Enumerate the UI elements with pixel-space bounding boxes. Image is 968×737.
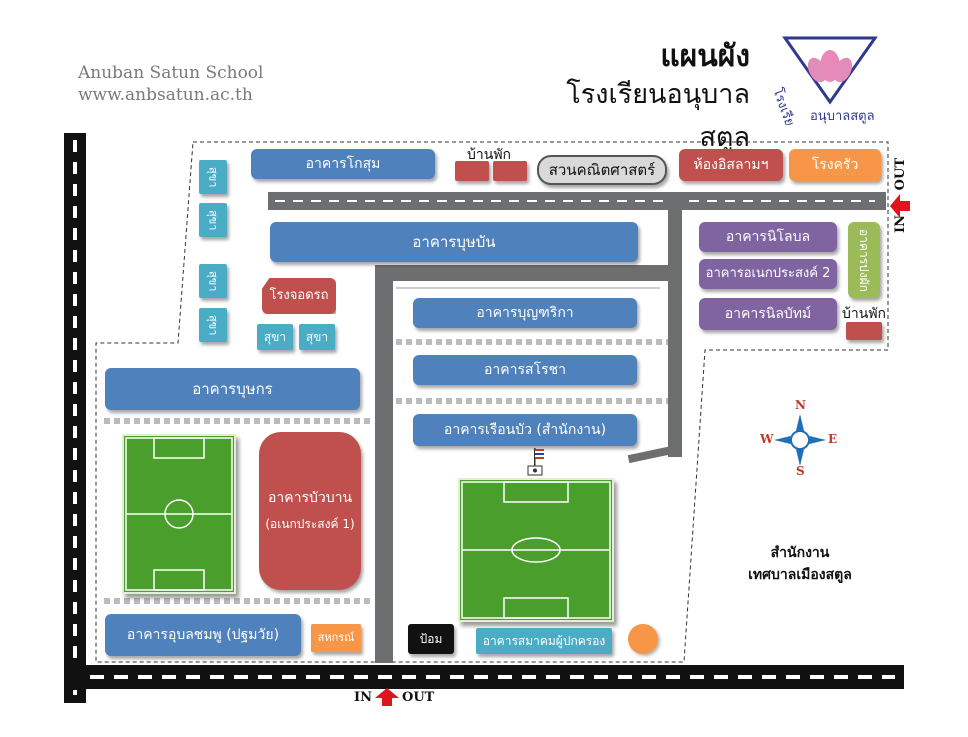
building-butsakorn[interactable]: อาคารบุษกร bbox=[105, 368, 360, 410]
road-line-2 bbox=[396, 398, 668, 404]
compass-w: W bbox=[760, 432, 774, 446]
road-west-markings bbox=[73, 140, 77, 695]
building-anek2[interactable]: อาคารอเนกประสงค์ 2 bbox=[699, 259, 837, 289]
municipal-office: สำนักงาน เทศบาลเมืองสตูล bbox=[740, 542, 860, 586]
compass-s: S bbox=[796, 464, 805, 478]
road-inner-mid bbox=[375, 265, 675, 281]
round-pavilion[interactable] bbox=[628, 624, 658, 654]
compass-n: N bbox=[795, 398, 806, 412]
building-pongpang[interactable]: อาคารปงผัก bbox=[848, 222, 880, 298]
road-inner-central bbox=[375, 265, 393, 663]
road-inner-east bbox=[668, 192, 682, 457]
road-line-3 bbox=[104, 418, 374, 424]
building-butsaban[interactable]: อาคารบุษบัน bbox=[270, 222, 638, 262]
gate-south-arrow-icon bbox=[375, 688, 399, 706]
residence-right[interactable] bbox=[846, 322, 882, 340]
building-sarocha[interactable]: อาคารสโรชา bbox=[413, 355, 637, 385]
parking-building[interactable]: โรงจอดรถ bbox=[262, 278, 336, 314]
guard-post[interactable]: ป้อม bbox=[408, 624, 454, 654]
map-title: แผนผัง bbox=[660, 39, 750, 74]
building-ubonchomphu[interactable]: อาคารอุบลชมพู (ปฐมวัย) bbox=[105, 614, 301, 656]
compass-e: E bbox=[828, 432, 838, 446]
toilet-6[interactable]: สุขา bbox=[299, 324, 335, 350]
gate-south-in: IN bbox=[354, 690, 372, 705]
field-markings-large bbox=[461, 481, 611, 619]
residence-right-label: บ้านพัก bbox=[842, 306, 887, 322]
math-garden[interactable]: สวนคณิตศาสตร์ bbox=[537, 155, 667, 185]
field-markings-small bbox=[125, 437, 233, 591]
football-field-small[interactable] bbox=[122, 434, 236, 594]
building-islam-room[interactable]: ห้องอิสลามฯ bbox=[679, 149, 783, 181]
toilet-5[interactable]: สุขา bbox=[257, 324, 293, 350]
building-coop[interactable]: สหกรณ์ bbox=[311, 624, 361, 652]
building-bunyarika[interactable]: อาคารบุญฑริกา bbox=[413, 298, 637, 328]
road-line-1 bbox=[396, 339, 668, 345]
toilet-4[interactable]: สุขา bbox=[199, 308, 227, 342]
building-ruenbua[interactable]: อาคารเรือนบัว (สำนักงาน) bbox=[413, 414, 637, 446]
road-line-4 bbox=[104, 598, 374, 604]
toilet-3[interactable]: สุขา bbox=[199, 264, 227, 298]
residence-top-b[interactable] bbox=[493, 161, 527, 181]
svg-text:อนุบาลสตูล: อนุบาลสตูล bbox=[810, 109, 875, 124]
building-buaban-label: อาคารบัวบาน bbox=[267, 490, 353, 507]
school-name-en: Anuban Satun School bbox=[78, 63, 264, 83]
residence-top-a[interactable] bbox=[455, 161, 489, 181]
toilet-1[interactable]: สุขา bbox=[199, 160, 227, 194]
school-website: www.anbsatun.ac.th bbox=[78, 85, 253, 105]
map-subtitle: โรงเรียนอนุบาลสตูล bbox=[566, 79, 750, 153]
school-name-header: Anuban Satun School www.anbsatun.ac.th bbox=[78, 62, 263, 106]
football-field-large[interactable] bbox=[458, 478, 614, 622]
building-kitchen[interactable]: โรงครัว bbox=[789, 149, 881, 181]
gate-east-out: OUT bbox=[893, 158, 908, 191]
toilet-2[interactable]: สุขา bbox=[199, 203, 227, 237]
municipal-office-line2: เทศบาลเมืองสตูล bbox=[748, 567, 852, 583]
gate-east-arrow-icon bbox=[890, 194, 910, 218]
building-anek1-label: (อเนกประสงค์ 1) bbox=[265, 517, 355, 532]
building-parents-assoc[interactable]: อาคารสมาคมผู้ปกครอง bbox=[476, 628, 612, 654]
building-kosum[interactable]: อาคารโกสุม bbox=[251, 149, 435, 179]
building-nilobon[interactable]: อาคารนิโลบล bbox=[699, 222, 837, 252]
building-nilabat[interactable]: อาคารนิลบัทม์ bbox=[699, 298, 837, 330]
municipal-office-line1: สำนักงาน bbox=[770, 545, 830, 561]
compass-rose: N S E W bbox=[760, 398, 840, 480]
road-south-markings bbox=[90, 675, 895, 679]
building-buaban[interactable]: อาคารบัวบาน (อเนกประสงค์ 1) bbox=[259, 432, 361, 590]
road-inner-top-markings bbox=[275, 200, 875, 202]
compass-icon bbox=[774, 414, 826, 466]
flag-pole-icon bbox=[525, 448, 545, 476]
residence-top-label: บ้านพัก bbox=[467, 147, 512, 163]
gate-south-out: OUT bbox=[402, 690, 435, 705]
